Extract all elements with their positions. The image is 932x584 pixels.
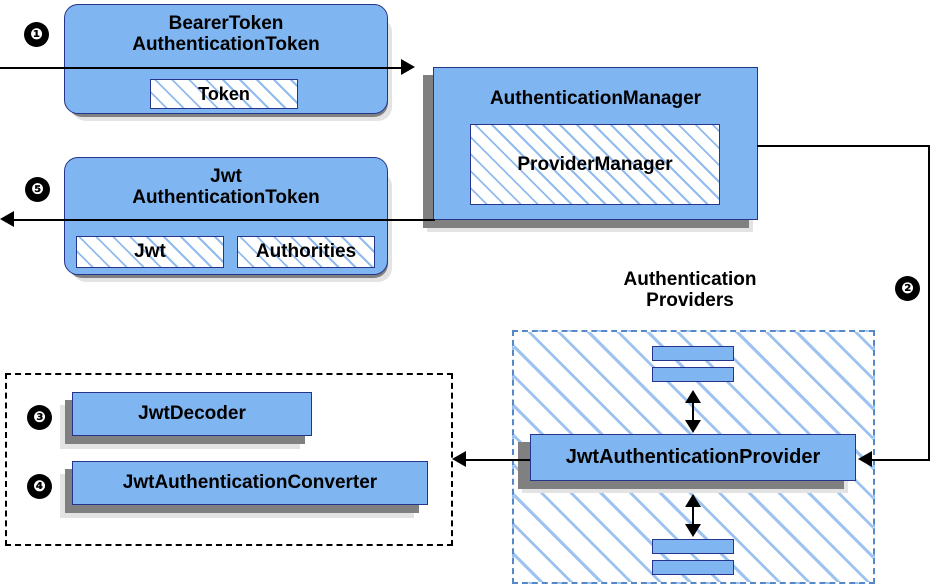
connector-step5-arrowhead <box>0 211 14 227</box>
connector-step2-top <box>757 145 930 147</box>
provider-placeholder-bottom-bar-2 <box>652 560 734 575</box>
provider-link-bottom-arrow-up <box>685 494 701 507</box>
provider-placeholder-top-bar-1 <box>652 346 734 361</box>
step-badge-4: ❹ <box>28 475 51 498</box>
provider-placeholder-top-bar-2 <box>652 367 734 382</box>
connector-step1-arrowhead <box>401 59 415 75</box>
connector-provider-to-support-arrowhead <box>452 451 466 467</box>
jwt-authentication-converter-node[interactable]: JwtAuthenticationConverter <box>72 461 428 505</box>
connector-provider-to-support-line <box>466 459 530 461</box>
authentication-providers-caption-line1: Authentication <box>623 269 757 290</box>
jwt-token-inner-jwt-box[interactable]: Jwt <box>76 236 224 268</box>
connector-step5-line <box>10 219 435 221</box>
bearer-token-inner-token-box[interactable]: Token <box>150 79 298 109</box>
step-badge-3: ❸ <box>28 406 51 429</box>
jwt-token-line1: Jwt <box>210 166 242 187</box>
provider-manager-box[interactable]: ProviderManager <box>470 124 720 205</box>
provider-link-bottom-arrow-down <box>685 524 701 537</box>
authentication-manager-title: AuthenticationManager <box>489 88 702 109</box>
jwt-token-line2: AuthenticationToken <box>132 187 320 209</box>
jwt-decoder-node[interactable]: JwtDecoder <box>72 392 312 436</box>
authentication-providers-caption-line2: Providers <box>646 290 734 312</box>
connector-step2-arrowhead <box>858 451 872 467</box>
provider-placeholder-bottom-bar-1 <box>652 539 734 554</box>
connector-step2-bottom <box>872 459 930 461</box>
connector-step2-right <box>928 145 930 460</box>
provider-link-bottom-line <box>692 496 694 528</box>
jwt-token-inner-authorities-box[interactable]: Authorities <box>237 236 375 268</box>
step-badge-5: ❺ <box>26 178 49 201</box>
provider-link-top-arrow-up <box>685 390 701 403</box>
bearer-token-line2: AuthenticationToken <box>132 34 320 56</box>
provider-link-top-line <box>692 392 694 424</box>
connector-step1-line <box>0 67 403 69</box>
bearer-token-line1: BearerToken <box>168 13 284 34</box>
provider-link-top-arrow-down <box>685 420 701 433</box>
step-badge-1: ❶ <box>25 23 48 46</box>
authentication-providers-caption: Authentication Providers <box>560 269 820 312</box>
step-badge-2: ❷ <box>896 277 919 300</box>
jwt-authentication-provider-node[interactable]: JwtAuthenticationProvider <box>530 434 856 481</box>
